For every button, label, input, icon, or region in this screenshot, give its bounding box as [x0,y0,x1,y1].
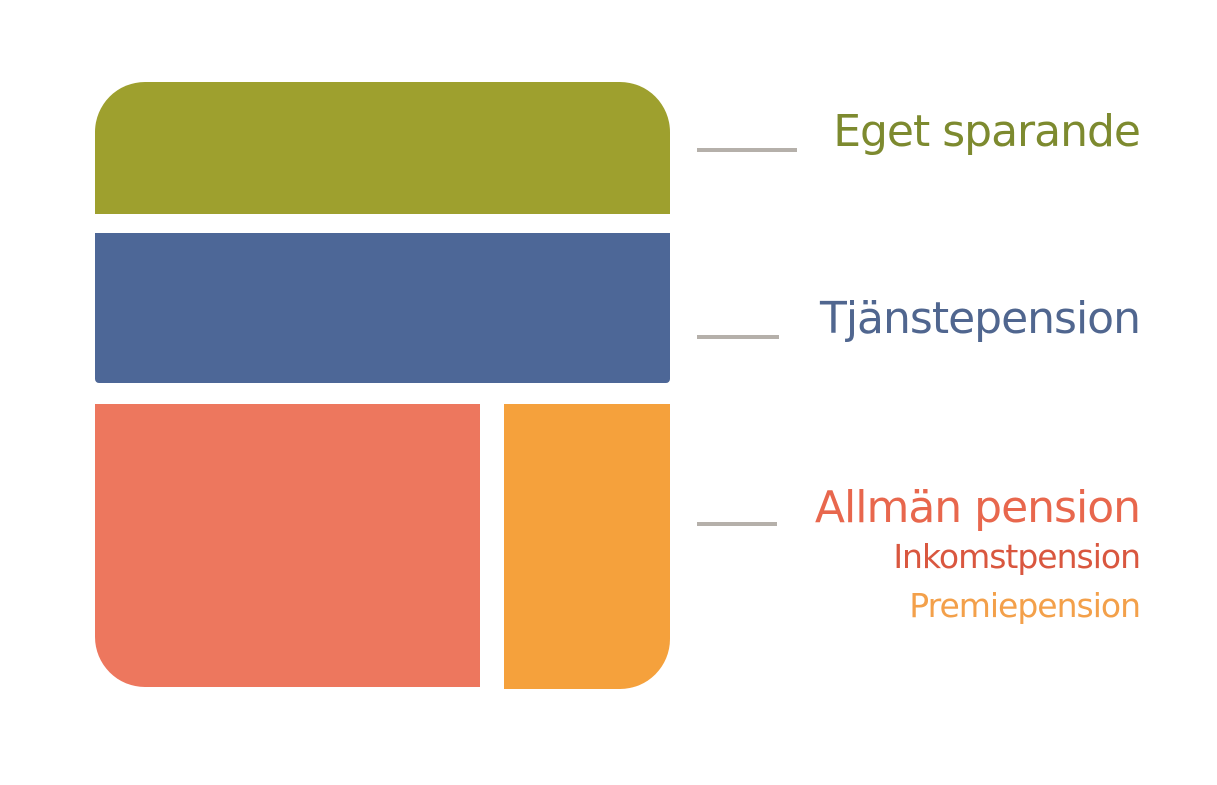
eget-sparande-label: Eget sparande [833,106,1141,157]
inkomstpension-label: Inkomstpension [893,537,1141,576]
tjanstepension-block [95,233,670,383]
eget-sparande-block [95,82,670,214]
inkomstpension-block [95,404,480,687]
premiepension-block [504,404,670,689]
tjanstepension-label: Tjänstepension [819,293,1141,344]
eget-sparande-connector [697,148,797,152]
tjanstepension-connector [697,335,779,339]
allman-pension-connector [697,522,777,526]
premiepension-label: Premiepension [909,586,1141,625]
allman-pension-label: Allmän pension [814,482,1141,533]
